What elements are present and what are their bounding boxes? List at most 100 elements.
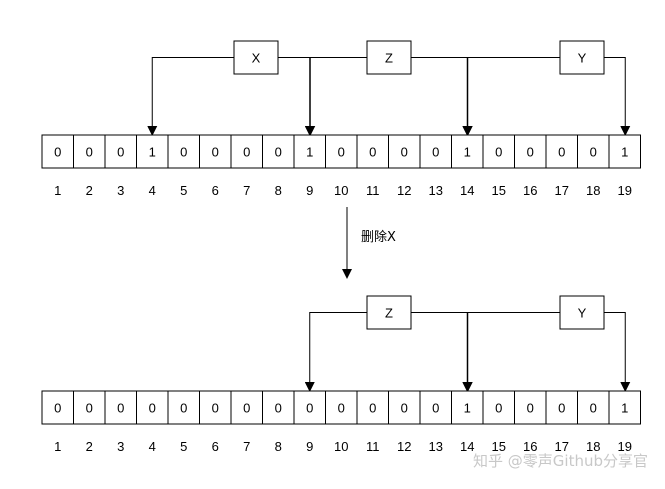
bottom-index-label-13: 13	[429, 439, 443, 454]
top-bit-cell-7: 0	[243, 145, 250, 160]
bottom-index-label-4: 4	[149, 439, 156, 454]
top-hash-arrow-y-left	[462, 57, 560, 136]
bottom-bit-cell-8: 0	[275, 401, 282, 416]
top-hash-arrow-z-left	[304, 57, 367, 136]
top-hash-arrow-z-right	[411, 57, 473, 136]
top-bit-cell-4: 1	[149, 145, 156, 160]
top-hash-arrow-y-right	[604, 57, 631, 136]
top-index-label-14: 14	[460, 183, 474, 198]
bottom-element-label-z: Z	[385, 306, 393, 321]
bottom-index-label-14: 14	[460, 439, 474, 454]
top-bit-cell-6: 0	[212, 145, 219, 160]
top-index-label-10: 10	[334, 183, 348, 198]
bottom-index-label-11: 11	[366, 439, 380, 454]
top-element-label-y: Y	[578, 51, 587, 66]
bottom-element-box-y	[559, 295, 605, 330]
top-bit-cell-1: 0	[54, 145, 61, 160]
top-element-label-z: Z	[385, 51, 393, 66]
bottom-index-label-16: 16	[523, 439, 537, 454]
top-index-label-6: 6	[212, 183, 219, 198]
top-bit-array	[41, 134, 641, 169]
bottom-hash-arrow-z-right	[411, 312, 473, 392]
bottom-bit-cell-17: 0	[558, 401, 565, 416]
watermark: 知乎 @零声Github分享官	[473, 452, 648, 470]
bottom-index-label-10: 10	[334, 439, 348, 454]
bottom-index-label-15: 15	[492, 439, 506, 454]
top-index-label-9: 9	[306, 183, 313, 198]
top-element-label-x: X	[252, 51, 261, 66]
top-index-label-3: 3	[117, 183, 124, 198]
bottom-bit-cell-4: 0	[149, 401, 156, 416]
top-bit-cell-9: 1	[306, 145, 313, 160]
top-bit-cell-3: 0	[117, 145, 124, 160]
bottom-bit-cell-18: 0	[590, 401, 597, 416]
bottom-bit-array	[41, 390, 641, 425]
bottom-index-label-19: 19	[618, 439, 632, 454]
bottom-bit-cell-11: 0	[369, 401, 376, 416]
top-index-label-7: 7	[243, 183, 250, 198]
top-bit-cell-17: 0	[558, 145, 565, 160]
top-element-box-x	[233, 40, 279, 75]
bottom-bit-cell-5: 0	[180, 401, 187, 416]
bottom-index-label-12: 12	[397, 439, 411, 454]
bottom-index-label-18: 18	[586, 439, 600, 454]
top-element-box-z	[366, 40, 412, 75]
top-index-label-19: 19	[618, 183, 632, 198]
bottom-bit-cell-3: 0	[117, 401, 124, 416]
bottom-bit-cell-13: 0	[432, 401, 439, 416]
top-index-label-15: 15	[492, 183, 506, 198]
top-bit-cell-12: 0	[401, 145, 408, 160]
bottom-index-label-6: 6	[212, 439, 219, 454]
top-bit-cell-5: 0	[180, 145, 187, 160]
bottom-element-label-y: Y	[578, 306, 587, 321]
top-bit-cell-13: 0	[432, 145, 439, 160]
top-index-label-13: 13	[429, 183, 443, 198]
top-hash-arrow-x-left	[147, 57, 234, 136]
top-index-label-18: 18	[586, 183, 600, 198]
top-index-label-17: 17	[555, 183, 569, 198]
top-hash-arrow-x-right	[278, 57, 316, 136]
top-bit-cell-2: 0	[86, 145, 93, 160]
top-index-label-11: 11	[366, 183, 380, 198]
bottom-index-label-3: 3	[117, 439, 124, 454]
top-element-box-y	[559, 40, 605, 75]
top-bit-cell-10: 0	[338, 145, 345, 160]
top-index-label-8: 8	[275, 183, 282, 198]
bottom-hash-arrow-y-right	[604, 312, 631, 392]
bottom-bit-cell-14: 1	[464, 401, 471, 416]
top-index-label-1: 1	[54, 183, 61, 198]
bottom-bit-cell-16: 0	[527, 401, 534, 416]
bottom-index-label-2: 2	[86, 439, 93, 454]
top-bit-cell-15: 0	[495, 145, 502, 160]
bottom-bit-cell-9: 0	[306, 401, 313, 416]
top-index-label-16: 16	[523, 183, 537, 198]
bottom-bit-cell-2: 0	[86, 401, 93, 416]
top-index-label-12: 12	[397, 183, 411, 198]
top-index-label-5: 5	[180, 183, 187, 198]
bottom-bit-cell-19: 1	[621, 401, 628, 416]
top-bit-cell-18: 0	[590, 145, 597, 160]
top-bit-cell-11: 0	[369, 145, 376, 160]
top-index-label-4: 4	[149, 183, 156, 198]
bottom-bit-cell-10: 0	[338, 401, 345, 416]
bottom-bit-cell-12: 0	[401, 401, 408, 416]
bottom-hash-arrow-y-left	[462, 312, 560, 392]
bottom-bit-cell-7: 0	[243, 401, 250, 416]
bottom-hash-arrow-z-left	[304, 312, 367, 392]
bottom-bit-cell-1: 0	[54, 401, 61, 416]
bottom-index-label-1: 1	[54, 439, 61, 454]
bottom-element-box-z	[366, 295, 412, 330]
bottom-index-label-7: 7	[243, 439, 250, 454]
bottom-bit-cell-6: 0	[212, 401, 219, 416]
top-bit-cell-8: 0	[275, 145, 282, 160]
bottom-index-label-8: 8	[275, 439, 282, 454]
bottom-bit-cell-15: 0	[495, 401, 502, 416]
transition-label: 删除X	[361, 230, 396, 245]
top-index-label-2: 2	[86, 183, 93, 198]
top-bit-cell-16: 0	[527, 145, 534, 160]
top-bit-cell-19: 1	[621, 145, 628, 160]
bottom-index-label-17: 17	[555, 439, 569, 454]
